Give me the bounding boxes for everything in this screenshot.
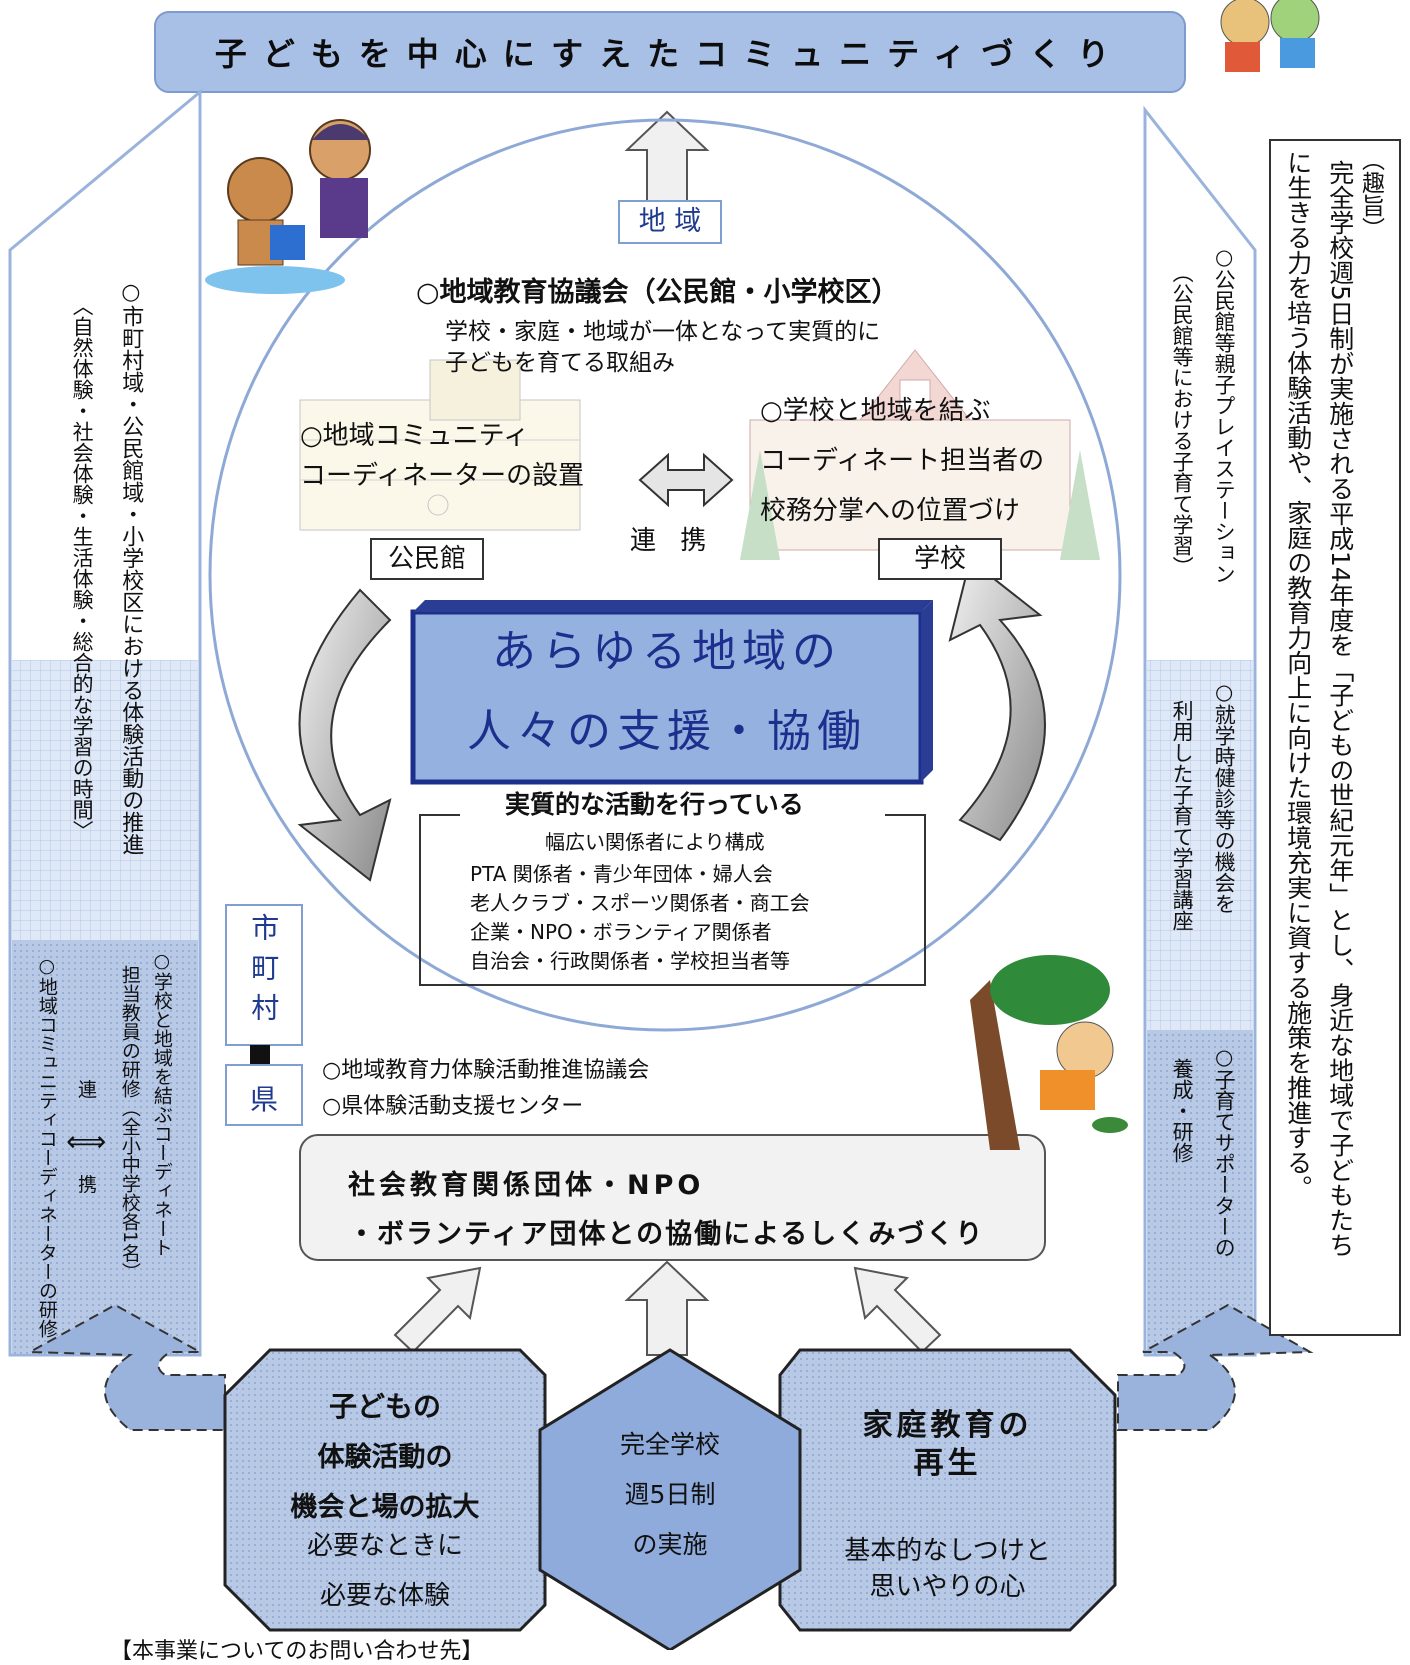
double-arrow bbox=[638, 452, 734, 508]
right-playstation: ○公民館等親子プレイステーション bbox=[1212, 245, 1237, 584]
page-title: 子どもを中心にすえたコミュニティづくり bbox=[214, 35, 1126, 73]
school-coord-line1: ○学校と地域を結ぶ bbox=[760, 396, 991, 426]
region-label: 地 域 bbox=[618, 200, 722, 244]
bottom-left-curve-arrow bbox=[26, 1303, 226, 1431]
footer-fragment: 【本事業についてのお問い合わせ先】 bbox=[110, 1639, 484, 1664]
left-curved-arrow bbox=[297, 588, 392, 882]
up-arrow-top bbox=[624, 110, 710, 206]
left-community-coord-training: ○地域コミュニティコーディネーターの研修 bbox=[35, 955, 58, 1338]
left-renkei-bottom: 携 bbox=[78, 1174, 98, 1196]
bottom-left-line2: 体験活動の bbox=[317, 1442, 453, 1473]
bottom-right-line2: 再生 bbox=[913, 1446, 982, 1481]
activity-bracket bbox=[419, 814, 926, 986]
title-box bbox=[154, 11, 1186, 93]
member-item: 企業・NPO・ボランティア関係者 bbox=[470, 920, 772, 944]
council-desc-1: 学校・家庭・地域が一体となって実質的に bbox=[445, 319, 881, 345]
left-coord-training-2: 担当教員の研修（全小中学校各1名） bbox=[118, 965, 141, 1282]
center-box bbox=[410, 609, 924, 785]
ngo-line2: ・ボランティア団体との協働によるしくみづくり bbox=[348, 1219, 985, 1250]
purpose-line2: に生きる力を培う体験活動や、家庭の教育力向上に向けた環境充実に資する施策を推進す… bbox=[1283, 150, 1313, 1200]
right-supporter-1: ○子育てサポーターの bbox=[1212, 1045, 1237, 1258]
bottom-left-line5: 必要な体験 bbox=[319, 1581, 450, 1611]
building-illustration bbox=[299, 359, 581, 531]
activity-sub: 幅広い関係者により構成 bbox=[545, 830, 765, 854]
bottom-hexagon bbox=[538, 1348, 802, 1650]
member-item: 自治会・行政関係者・学校担当者等 bbox=[470, 949, 790, 973]
prefecture-label: 県 bbox=[250, 1083, 279, 1116]
ngo-line1: 社会教育関係団体・NPO bbox=[348, 1170, 705, 1201]
center-title: あらゆる地域の 人々の支援・協働 bbox=[413, 612, 921, 782]
right-column-dots bbox=[1147, 1030, 1253, 1354]
coordinator-line1: ○地域コミュニティ bbox=[300, 421, 530, 451]
bottom-right-line3: 基本的なしつけと bbox=[844, 1536, 1051, 1566]
council-heading: ○地域教育協議会（公民館・小学校区） bbox=[416, 277, 899, 308]
bottom-center-line1: 完全学校 bbox=[619, 1430, 720, 1459]
school-coord-line2: コーディネート担当者の bbox=[760, 446, 1045, 476]
bottom-left-line4: 必要なときに bbox=[306, 1531, 463, 1561]
left-coord-training-1: ○学校と地域を結ぶコーディネート bbox=[150, 950, 173, 1257]
kominkan-label: 公民館 bbox=[370, 538, 484, 580]
left-renkei-arrow: ⟺ bbox=[66, 1125, 107, 1158]
bottom-center-line2: 週5日制 bbox=[624, 1480, 716, 1509]
purpose-line1: 完全学校週5日制が実施される平成14年度を「子どもの世紀元年」とし、身近な地域で… bbox=[1325, 160, 1355, 1258]
municipality-label: 市町村 bbox=[247, 913, 281, 1033]
prefecture-item-2: ○県体験活動支援センター bbox=[322, 1094, 584, 1119]
coordinator-line2: コーディネーターの設置 bbox=[300, 461, 585, 491]
left-paren-text: 〈自然体験・社会体験・生活体験・総合的な学習の時間〉 bbox=[70, 295, 95, 841]
right-supporter-2: 養成・研修 bbox=[1170, 1058, 1195, 1163]
swimmers-illustration bbox=[205, 119, 371, 294]
ngo-box bbox=[299, 1134, 1046, 1261]
school-illustration bbox=[740, 349, 1100, 560]
member-list: PTA 関係者・青少年団体・婦人会 老人クラブ・スポーツ関係者・商工会 企業・N… bbox=[470, 860, 810, 976]
main-circle bbox=[208, 118, 1122, 1032]
left-column-grid bbox=[12, 660, 198, 940]
council-desc-2: 子どもを育てる取組み bbox=[445, 350, 675, 376]
member-item: 老人クラブ・スポーツ関係者・商工会 bbox=[470, 891, 810, 915]
bottom-left-line1: 子どもの bbox=[328, 1390, 441, 1423]
right-curved-arrow bbox=[948, 558, 1046, 842]
center-title-line1: あらゆる地域の bbox=[492, 626, 842, 677]
purpose-box bbox=[1269, 139, 1401, 1336]
bottom-left-line3: 機会と場の拡大 bbox=[290, 1492, 480, 1523]
bottom-center-line3: の実施 bbox=[632, 1530, 708, 1559]
school-label: 学校 bbox=[878, 538, 1002, 580]
bottom-right-line1: 家庭教育の bbox=[862, 1408, 1033, 1443]
boy-climbing-tree-illustration bbox=[970, 955, 1128, 1150]
right-health-1: ○就学時健診等の機会を bbox=[1212, 680, 1237, 914]
purpose-label: （趣旨） bbox=[1357, 148, 1384, 240]
bottom-right-line4: 思いやりの心 bbox=[869, 1572, 1026, 1602]
right-column-grid bbox=[1147, 660, 1253, 1030]
bottom-right-curve-arrow bbox=[1117, 1303, 1314, 1431]
center-title-line2: 人々の支援・協働 bbox=[467, 706, 867, 757]
school-coord-line3: 校務分掌への位置づけ bbox=[760, 496, 1021, 526]
member-item: PTA 関係者・青少年団体・婦人会 bbox=[470, 862, 773, 886]
left-renkei-top: 連 bbox=[78, 1079, 98, 1101]
left-main-text: ○市町村域・公民館域・小学校区における体験活動の推進 bbox=[118, 280, 144, 855]
right-playstation-paren: （公民館等における子育て学習） bbox=[1170, 262, 1195, 577]
bottom-left-panel bbox=[223, 1348, 547, 1632]
up-arrow-left bbox=[393, 1266, 482, 1354]
cooperation-label: 連 携 bbox=[630, 526, 715, 556]
kids-running-illustration bbox=[1220, 0, 1320, 72]
up-arrow-right bbox=[853, 1266, 942, 1354]
up-arrow-center bbox=[624, 1260, 710, 1356]
left-column-dots bbox=[12, 940, 198, 1354]
activity-heading: 実質的な活動を行っている bbox=[505, 790, 804, 819]
right-health-2: 利用した子育て学習講座 bbox=[1170, 700, 1195, 931]
prefecture-item-1: ○地域教育力体験活動推進協議会 bbox=[322, 1058, 650, 1083]
